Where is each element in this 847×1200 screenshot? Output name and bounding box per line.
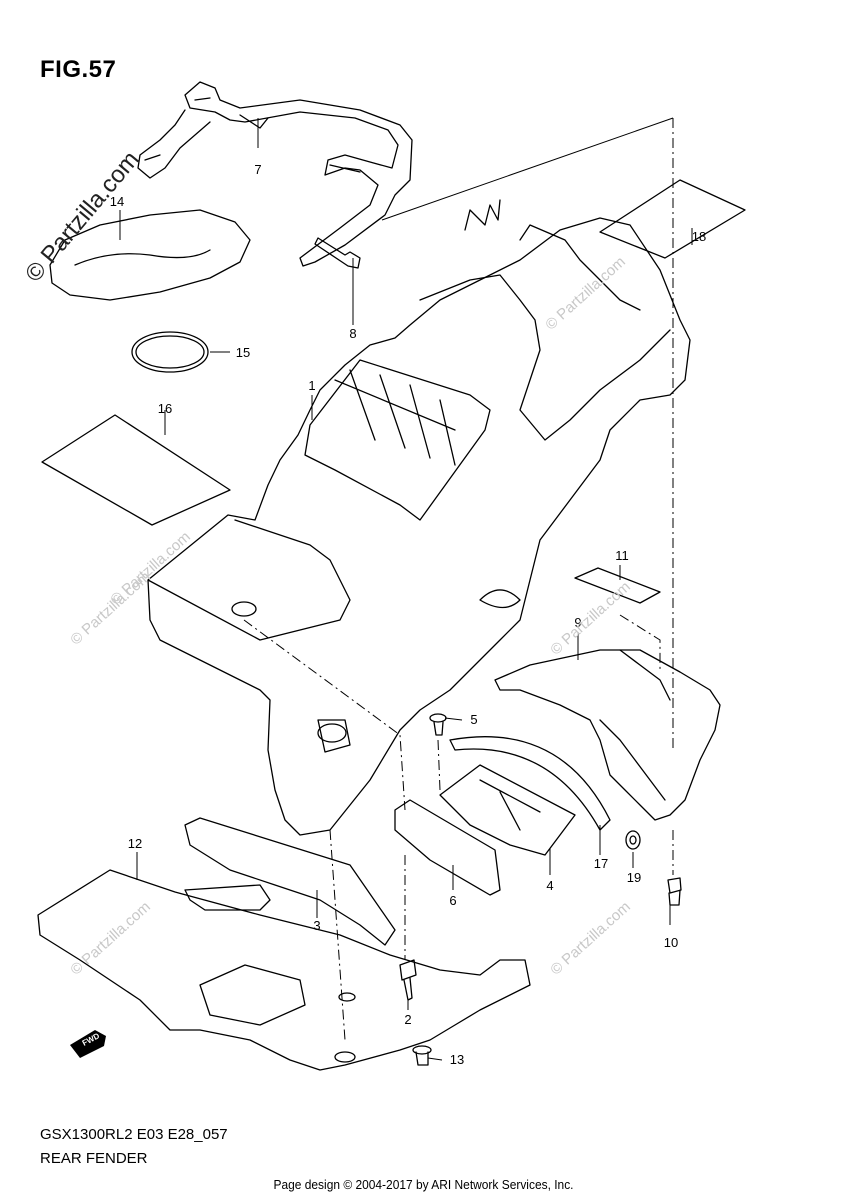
- callout-1: 1: [308, 378, 315, 393]
- part-6-plate: [394, 799, 501, 896]
- fastener-13: [412, 1045, 432, 1066]
- model-code: GSX1300RL2 E03 E28_057: [40, 1126, 228, 1143]
- leader-lines: [119, 117, 693, 1061]
- callout-14: 14: [110, 194, 124, 209]
- part-15-ring: [131, 331, 209, 373]
- part-4-bracket: [439, 764, 576, 856]
- callout-2: 2: [404, 1012, 411, 1027]
- footer-copyright: Page design © 2004-2017 by ARI Network S…: [273, 1177, 574, 1192]
- section-name: REAR FENDER: [40, 1150, 148, 1167]
- callout-8: 8: [349, 326, 356, 341]
- part-18-sheet: [599, 179, 746, 259]
- fastener-10: [667, 877, 682, 906]
- figure-title: FIG.57: [40, 56, 117, 83]
- part-17-strip: [449, 736, 611, 831]
- fastener-5: [429, 713, 447, 736]
- callout-16: 16: [158, 401, 172, 416]
- part-8-bolt: [314, 237, 361, 269]
- part-7-rear-frame: [137, 81, 413, 267]
- callout-12: 12: [128, 836, 142, 851]
- callout-11: 11: [615, 548, 629, 563]
- washer-19: [625, 830, 641, 850]
- callout-4: 4: [546, 878, 553, 893]
- part-14-pad: [49, 209, 251, 301]
- part-9-bracket: [494, 649, 721, 821]
- part-12-undertray-panel: [37, 869, 531, 1071]
- part-16-sheet: [41, 414, 231, 526]
- fwd-arrow: FWD: [70, 1030, 106, 1058]
- part-11-strip: [574, 567, 661, 604]
- fastener-2: [399, 959, 417, 1001]
- part-1-rear-fender: [147, 199, 691, 836]
- callout-13: 13: [450, 1052, 464, 1067]
- callout-18: 18: [692, 229, 706, 244]
- callout-15: 15: [236, 345, 250, 360]
- callout-6: 6: [449, 893, 456, 908]
- callout-9: 9: [574, 615, 581, 630]
- callout-7: 7: [254, 162, 261, 177]
- callout-5: 5: [470, 712, 477, 727]
- callout-19: 19: [627, 870, 641, 885]
- part-3-undertray: [184, 817, 396, 946]
- callout-17: 17: [594, 856, 608, 871]
- callout-3: 3: [313, 918, 320, 933]
- callout-10: 10: [664, 935, 678, 950]
